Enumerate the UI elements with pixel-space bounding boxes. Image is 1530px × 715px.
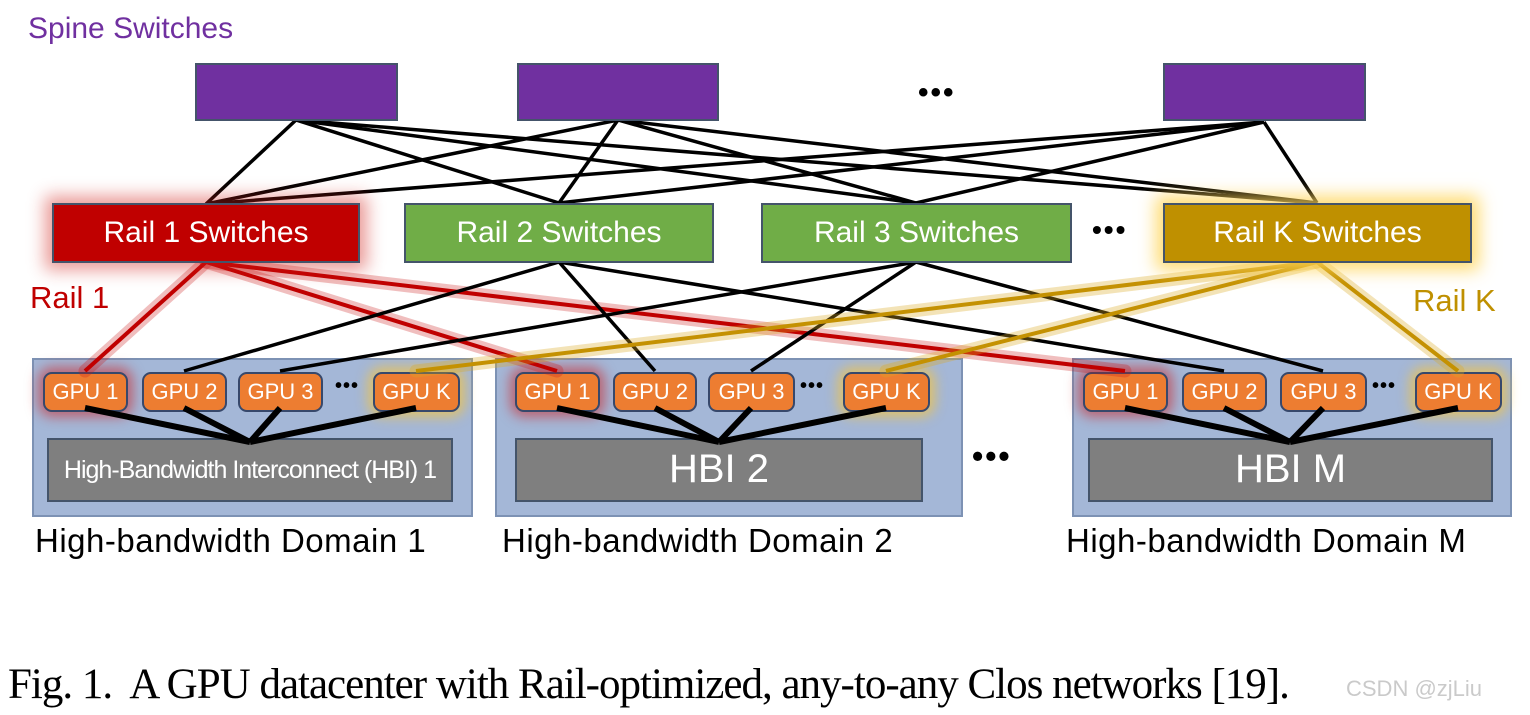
domain-2: GPU 1 GPU 2 GPU 3 ••• GPU K HBI 2 [495,358,963,517]
rail-ellipsis: ••• [1092,214,1128,245]
gpu-box: GPU 3 [238,372,323,412]
spine-switches-label: Spine Switches [28,12,234,45]
domain-1: GPU 1 GPU 2 GPU 3 ••• GPU K High-Bandwid… [32,358,473,517]
gpu-box: GPU 1 [515,372,600,412]
gpu-box: GPU 1 [1083,372,1168,412]
hbi-box: HBI M [1088,438,1493,502]
spine-switch-box-2 [517,63,719,121]
gpu-box: GPU 2 [1182,372,1267,412]
gpu-box: GPU 3 [1280,372,1367,412]
gpu-ellipsis: ••• [335,375,360,397]
spine-switch-box-1 [195,63,398,121]
rail-k-switches-box: Rail K Switches [1163,203,1472,263]
watermark: CSDN @zjLiu [1346,676,1483,701]
gpu-box: GPU 1 [43,372,128,412]
domain-m: GPU 1 GPU 2 GPU 3 ••• GPU K HBI M [1072,358,1512,517]
hbi-box: High-Bandwidth Interconnect (HBI) 1 [47,438,453,502]
hbi-box: HBI 2 [515,438,923,502]
gpu-box: GPU 3 [708,372,795,412]
gpu-box: GPU K [373,372,460,412]
domain-1-label: High-bandwidth Domain 1 [35,522,427,559]
rail2-rail3-links [183,260,1324,373]
domain-2-label: High-bandwidth Domain 2 [502,522,894,559]
figure-caption: Fig. 1. A GPU datacenter with Rail-optim… [8,661,1290,708]
rail1-links [83,260,1126,373]
rail-1-switches-box: Rail 1 Switches [52,203,360,263]
gpu-ellipsis: ••• [1372,375,1397,397]
gpu-box: GPU 2 [613,372,697,412]
rail-2-switches-box: Rail 2 Switches [404,203,714,263]
domain-ellipsis: ••• [972,438,1012,474]
gpu-ellipsis: ••• [800,375,825,397]
spine-to-rail-links [204,118,1319,206]
spine-switch-box-k [1163,63,1366,121]
rail-k-tag: Rail K [1413,283,1496,318]
railk-links [415,260,1460,373]
rail-3-switches-box: Rail 3 Switches [761,203,1072,263]
rail1-links-glow [78,255,1132,378]
spine-ellipsis: ••• [918,76,956,109]
gpu-box: GPU K [1415,372,1502,412]
domain-m-label: High-bandwidth Domain M [1066,522,1467,559]
railk-links-glow [409,255,1465,378]
rail-1-tag: Rail 1 [30,280,110,315]
gpu-box: GPU K [843,372,930,412]
gpu-box: GPU 2 [142,372,227,412]
